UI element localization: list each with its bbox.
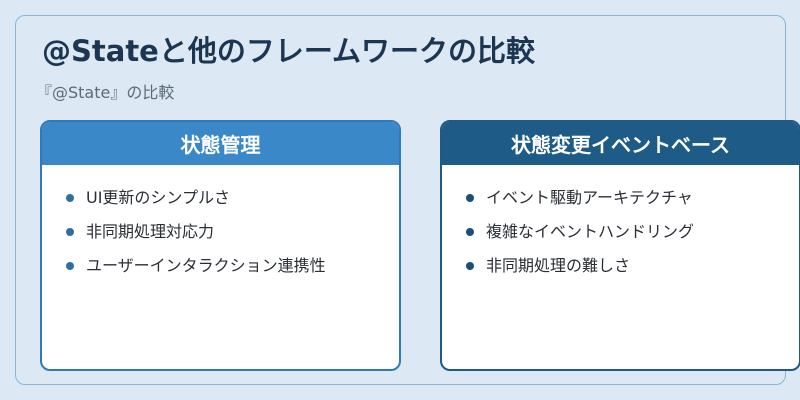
list-item-label: UI更新のシンプルさ	[86, 188, 230, 207]
card-item-list: UI更新のシンプルさ 非同期処理対応力 ユーザーインタラクション連携性	[42, 165, 399, 283]
list-item-label: 非同期処理対応力	[86, 222, 215, 241]
bullet-dot-icon	[66, 262, 74, 270]
list-item: UI更新のシンプルさ	[66, 181, 399, 215]
bullet-dot-icon	[466, 228, 474, 236]
bullet-dot-icon	[466, 194, 474, 202]
event-based-card: 状態変更イベントベース イベント駆動アーキテクチャ 複雑なイベントハンドリング …	[440, 120, 800, 371]
list-item-label: 非同期処理の難しさ	[486, 256, 631, 275]
bullet-dot-icon	[66, 194, 74, 202]
bullet-dot-icon	[66, 228, 74, 236]
page-title: @Stateと他のフレームワークの比較	[42, 34, 535, 68]
card-item-list: イベント駆動アーキテクチャ 複雑なイベントハンドリング 非同期処理の難しさ	[442, 165, 799, 283]
list-item: イベント駆動アーキテクチャ	[466, 181, 799, 215]
list-item-label: イベント駆動アーキテクチャ	[486, 188, 693, 207]
list-item: ユーザーインタラクション連携性	[66, 249, 399, 283]
list-item-label: ユーザーインタラクション連携性	[86, 256, 326, 275]
card-header: 状態管理	[42, 122, 399, 165]
bullet-dot-icon	[466, 262, 474, 270]
page-subtitle: 『@State』の比較	[36, 83, 175, 102]
list-item: 非同期処理対応力	[66, 215, 399, 249]
list-item: 非同期処理の難しさ	[466, 249, 799, 283]
list-item: 複雑なイベントハンドリング	[466, 215, 799, 249]
state-management-card: 状態管理 UI更新のシンプルさ 非同期処理対応力 ユーザーインタラクション連携性	[40, 120, 401, 371]
list-item-label: 複雑なイベントハンドリング	[486, 222, 695, 241]
card-header: 状態変更イベントベース	[442, 122, 799, 165]
